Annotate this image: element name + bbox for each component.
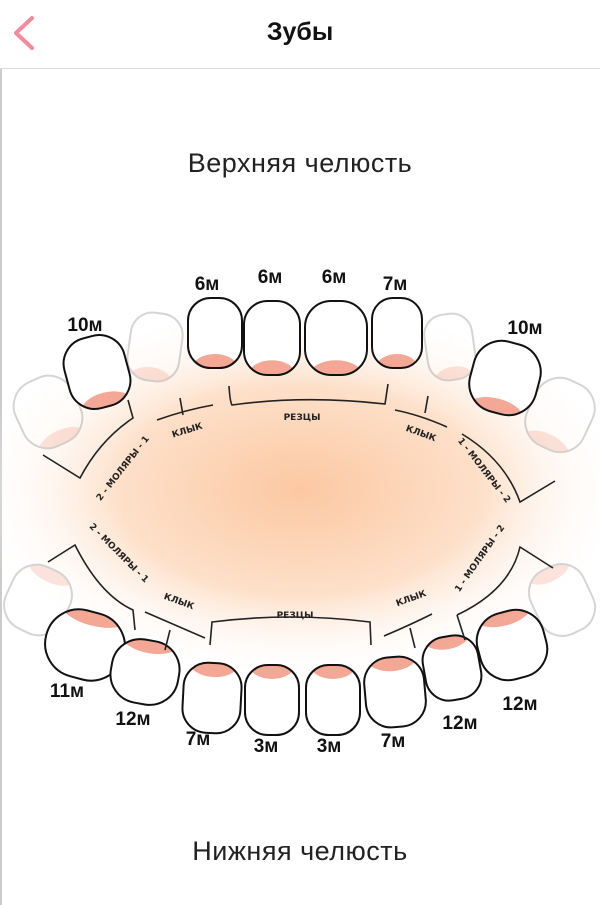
gum-area <box>249 665 295 679</box>
tooth <box>421 631 483 702</box>
lower-jaw-title: Нижняя челюсть <box>192 836 408 866</box>
teeth-diagram: РЕЗЦЫ КЛЫК КЛЫК 2 - МОЛЯРЫ - 1 1 - МОЛЯР… <box>0 267 600 757</box>
upper-jaw-title: Верхняя челюсть <box>187 148 413 178</box>
tooth <box>304 300 368 376</box>
tooth-age-label: 12м <box>502 694 537 715</box>
tooth-age-label: 6м <box>195 274 220 295</box>
tooth <box>371 297 423 369</box>
chevron-left-icon <box>14 16 34 50</box>
gum-area <box>192 354 238 368</box>
tooth-age-label: 10м <box>507 318 542 339</box>
tooth-age-label: 3м <box>254 736 279 757</box>
tooth-age-label: 10м <box>67 315 102 336</box>
tooth-age-label: 3м <box>317 736 342 757</box>
brackets <box>42 383 556 651</box>
tooth <box>305 664 361 736</box>
tooth-age-label: 6м <box>258 267 283 288</box>
gum-area <box>310 665 356 679</box>
faded-tooth <box>126 311 184 385</box>
gum-area <box>376 354 418 368</box>
mouth-glow <box>0 300 600 680</box>
back-button[interactable] <box>10 14 44 54</box>
tooth-age-label: 11м <box>50 681 84 702</box>
gum-area <box>248 360 296 375</box>
gum-area <box>434 366 475 384</box>
tooth <box>109 634 181 706</box>
gum-area <box>309 360 363 375</box>
tooth-age-label: 7м <box>383 274 408 295</box>
tooth <box>181 661 243 735</box>
tooth <box>243 300 301 376</box>
upper-incisors-label: РЕЗЦЫ <box>284 413 321 423</box>
faded-tooth <box>423 312 477 384</box>
tooth-age-label: 12м <box>442 713 477 734</box>
tooth <box>187 297 243 369</box>
app-header: Зубы <box>0 0 600 69</box>
tooth <box>244 664 300 736</box>
tooth-age-label: 7м <box>186 729 211 750</box>
tooth <box>363 654 427 729</box>
tooth-age-label: 12м <box>115 709 150 730</box>
page-title: Зубы <box>266 18 334 46</box>
lower-incisors-label: РЕЗЦЫ <box>277 611 314 621</box>
tooth-age-label: 6м <box>322 267 347 288</box>
tooth-age-label: 7м <box>381 731 406 752</box>
